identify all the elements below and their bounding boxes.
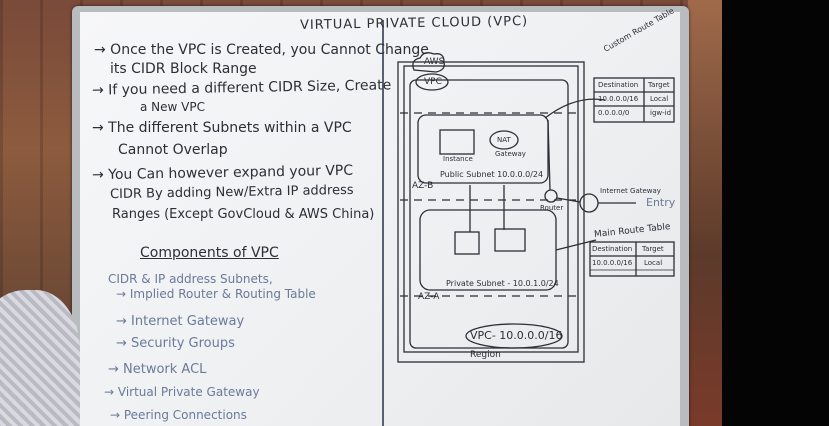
note-line: → The different Subnets within a VPC xyxy=(92,120,352,136)
custom-route-cell: 10.0.0.0/16 xyxy=(598,95,639,103)
component-item: → Peering Connections xyxy=(110,408,247,422)
dark-side-panel xyxy=(722,0,829,426)
main-route-cell: Local xyxy=(644,259,663,267)
internet-gateway-label: Internet Gateway xyxy=(600,187,661,195)
custom-route-header: Target xyxy=(648,81,670,89)
component-item: → Network ACL xyxy=(108,362,207,377)
component-item: → Implied Router & Routing Table xyxy=(116,287,316,301)
custom-route-cell: Local xyxy=(650,95,669,103)
main-route-table xyxy=(589,241,675,277)
region-label: Region xyxy=(470,350,501,360)
component-item: CIDR & IP address Subnets, xyxy=(108,272,273,286)
vpc-label: VPC xyxy=(424,77,442,87)
vpc-box xyxy=(409,79,569,349)
note-line: a New VPC xyxy=(140,100,205,114)
aws-box xyxy=(403,65,579,353)
instance-box xyxy=(439,129,475,155)
router-icon xyxy=(544,189,558,203)
wall-right-strip xyxy=(688,0,722,426)
component-item: → Virtual Private Gateway xyxy=(104,385,260,399)
az-b-label: AZ-B xyxy=(412,181,434,191)
router-label: Router xyxy=(540,204,564,212)
main-route-header: Target xyxy=(642,245,664,253)
note-line: Ranges (Except GovCloud & AWS China) xyxy=(112,207,375,222)
vpc-diagram xyxy=(397,52,675,363)
public-subnet-box xyxy=(417,114,549,184)
entry-label: Entry xyxy=(646,196,676,209)
nat-gateway-label: Gateway xyxy=(495,150,526,158)
component-item: → Internet Gateway xyxy=(116,314,245,329)
private-subnet-label: Private Subnet - 10.0.1.0/24 xyxy=(446,279,559,288)
vpc-cloud-icon xyxy=(415,73,449,91)
main-route-cell: 10.0.0.0/16 xyxy=(592,259,633,267)
main-route-header: Destination xyxy=(592,245,633,253)
aws-cloud-icon xyxy=(412,52,445,73)
vpc-cidr-ellipse xyxy=(465,323,563,349)
note-line: its CIDR Block Range xyxy=(110,61,257,77)
note-line: → Once the VPC is Created, you Cannot Ch… xyxy=(94,42,429,58)
custom-route-cell: igw-id xyxy=(650,109,672,117)
custom-route-cell: 0.0.0.0/0 xyxy=(598,109,630,117)
az-a-label: AZ-A xyxy=(418,292,440,302)
custom-route-header: Destination xyxy=(598,81,639,89)
aws-label: AWS xyxy=(424,57,445,67)
private-instance-box-1 xyxy=(454,231,480,255)
component-item: → Security Groups xyxy=(116,336,235,351)
instance-label: Instance xyxy=(443,155,473,163)
presenter-shoulder xyxy=(0,290,80,426)
private-instance-box-2 xyxy=(494,228,526,252)
custom-route-table xyxy=(593,77,675,123)
note-line: Cannot Overlap xyxy=(118,142,228,158)
components-heading: Components of VPC xyxy=(140,245,279,261)
nat-label: NAT xyxy=(497,136,511,144)
region-box xyxy=(397,61,585,363)
public-subnet-label: Public Subnet 10.0.0.0/24 xyxy=(440,170,544,179)
nat-gateway-icon xyxy=(489,130,519,150)
private-subnet-box xyxy=(419,209,557,291)
whiteboard xyxy=(80,12,680,426)
vpc-cidr-label: VPC- 10.0.0.0/16 xyxy=(470,329,563,342)
internet-gateway-icon xyxy=(579,193,599,213)
board-divider-line xyxy=(382,20,384,426)
